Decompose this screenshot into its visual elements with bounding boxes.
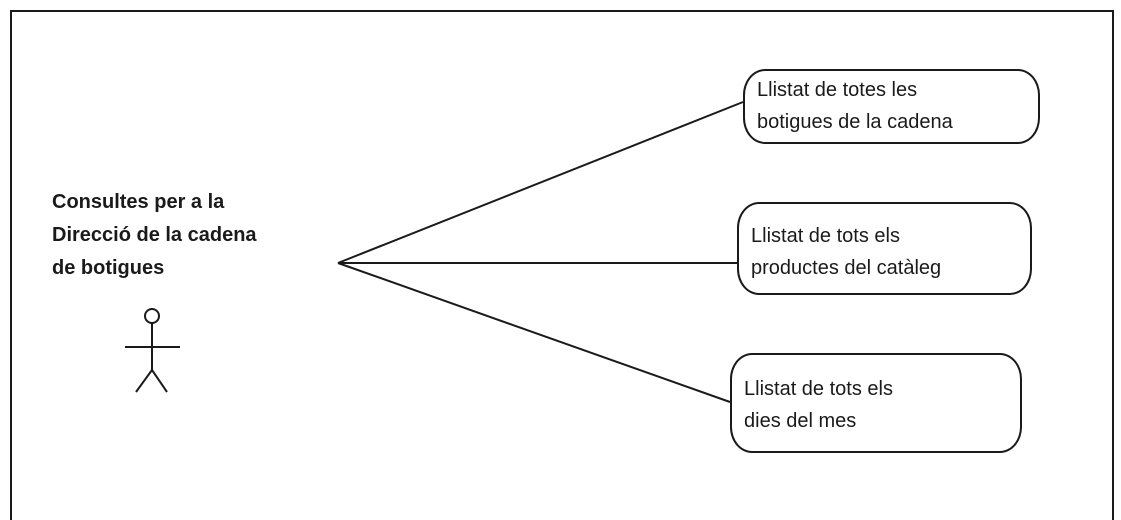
use-case-3-line-1: Llistat de tots els — [744, 378, 893, 400]
actor-label-line-1: Consultes per a la — [52, 191, 225, 213]
use-case-stores-list: Llistat de totes les botigues de la cade… — [743, 69, 1040, 144]
association-line-3 — [337, 262, 731, 403]
use-case-2-line-1: Llistat de tots els — [751, 225, 900, 247]
association-line-1 — [337, 101, 744, 264]
actor-label-line-3: de botigues — [52, 257, 165, 279]
use-case-2-line-2: productes del catàleg — [751, 257, 942, 279]
stick-figure-actor-icon — [125, 308, 180, 393]
use-case-days-list: Llistat de tots els dies del mes — [730, 353, 1022, 453]
use-case-products-list: Llistat de tots els productes del catàle… — [737, 202, 1032, 295]
use-case-1-line-1: Llistat de totes les — [757, 79, 918, 101]
use-case-1-line-2: botigues de la cadena — [757, 111, 953, 133]
actor-label-line-2: Direcció de la cadena — [52, 224, 257, 246]
diagram-frame — [10, 10, 1114, 520]
actor-label: Consultes per a la Direcció de la cadena… — [52, 186, 352, 285]
use-case-3-line-2: dies del mes — [744, 410, 857, 432]
